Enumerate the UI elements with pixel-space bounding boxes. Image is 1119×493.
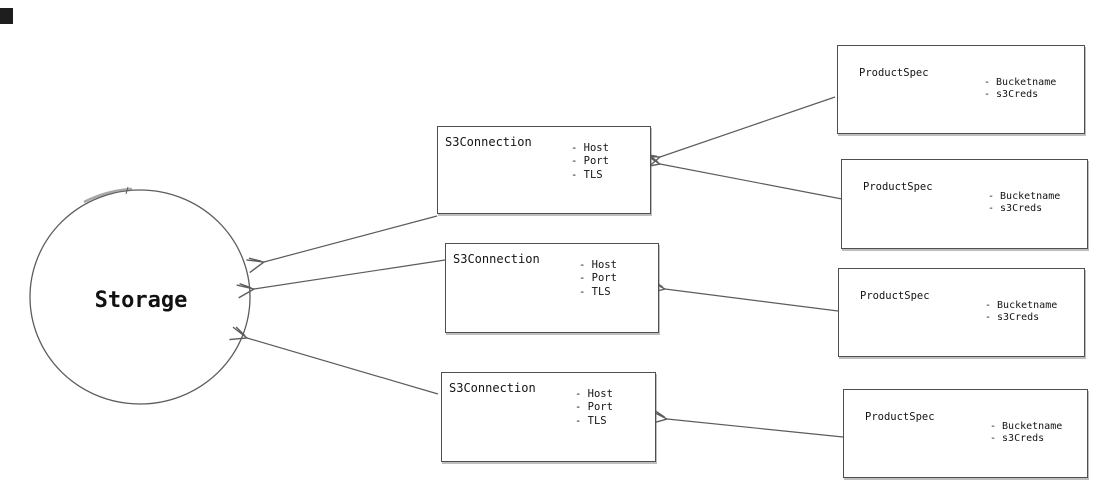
- arrow-productspec1-to-s3connection1: [660, 96, 836, 157]
- node-title: ProductSpec: [859, 67, 929, 79]
- attribute: - Port: [571, 155, 609, 168]
- arrow-productspec3-to-s3connection2: [665, 289, 839, 312]
- node-title: ProductSpec: [865, 411, 935, 423]
- attribute: - Port: [575, 401, 613, 414]
- node-title: ProductSpec: [860, 290, 930, 302]
- attribute-list: - Host - Port - TLS: [579, 259, 617, 299]
- attribute: - s3Creds: [990, 433, 1045, 445]
- node-s3connection-2[interactable]: S3Connection - Host - Port - TLS: [445, 243, 659, 333]
- node-title: S3Connection: [445, 135, 532, 149]
- arrow-s3connection2-to-storage: [254, 259, 446, 289]
- attribute-list: - Bucketname - s3Creds: [985, 300, 1057, 325]
- attribute: - s3Creds: [984, 89, 1039, 101]
- node-productspec-4[interactable]: ProductSpec - Bucketname - s3Creds: [843, 389, 1088, 478]
- node-productspec-1[interactable]: ProductSpec - Bucketname - s3Creds: [837, 45, 1085, 134]
- node-title: S3Connection: [449, 381, 536, 395]
- node-s3connection-3[interactable]: S3Connection - Host - Port - TLS: [441, 372, 656, 462]
- attribute: - Bucketname: [985, 300, 1058, 311]
- attribute-list: - Bucketname - s3Creds: [990, 421, 1062, 446]
- attribute: - Port: [579, 272, 617, 285]
- node-title: ProductSpec: [863, 181, 933, 193]
- arrow-productspec4-to-s3connection3: [667, 419, 844, 438]
- attribute: - Bucketname: [990, 421, 1063, 432]
- attribute: - Bucketname: [988, 191, 1061, 202]
- attribute: - Host: [575, 388, 613, 400]
- attribute-list: - Host - Port - TLS: [571, 142, 609, 182]
- attribute-list: - Host - Port - TLS: [575, 388, 613, 428]
- storage-label: Storage: [94, 287, 188, 313]
- attribute: - Host: [571, 142, 609, 154]
- attribute: - Bucketname: [984, 77, 1057, 88]
- attribute: - s3Creds: [985, 312, 1040, 324]
- arrow-s3connection1-to-storage: [264, 215, 438, 262]
- node-productspec-2[interactable]: ProductSpec - Bucketname - s3Creds: [841, 159, 1088, 249]
- attribute: - Host: [579, 259, 617, 271]
- corner-artifact: [0, 8, 13, 24]
- node-productspec-3[interactable]: ProductSpec - Bucketname - s3Creds: [838, 268, 1085, 357]
- attribute: - TLS: [579, 285, 611, 298]
- attribute: - s3Creds: [988, 203, 1043, 215]
- attribute: - TLS: [571, 168, 603, 181]
- attribute: - TLS: [575, 414, 607, 427]
- storage-sketch-tick: [125, 186, 129, 195]
- arrow-productspec2-to-s3connection1: [660, 164, 843, 200]
- storage-sketch-overlap: [83, 187, 133, 204]
- node-s3connection-1[interactable]: S3Connection - Host - Port - TLS: [437, 126, 651, 214]
- attribute-list: - Bucketname - s3Creds: [984, 77, 1056, 102]
- node-title: S3Connection: [453, 252, 540, 266]
- arrow-s3connection3-to-storage: [247, 338, 439, 395]
- attribute-list: - Bucketname - s3Creds: [988, 191, 1060, 216]
